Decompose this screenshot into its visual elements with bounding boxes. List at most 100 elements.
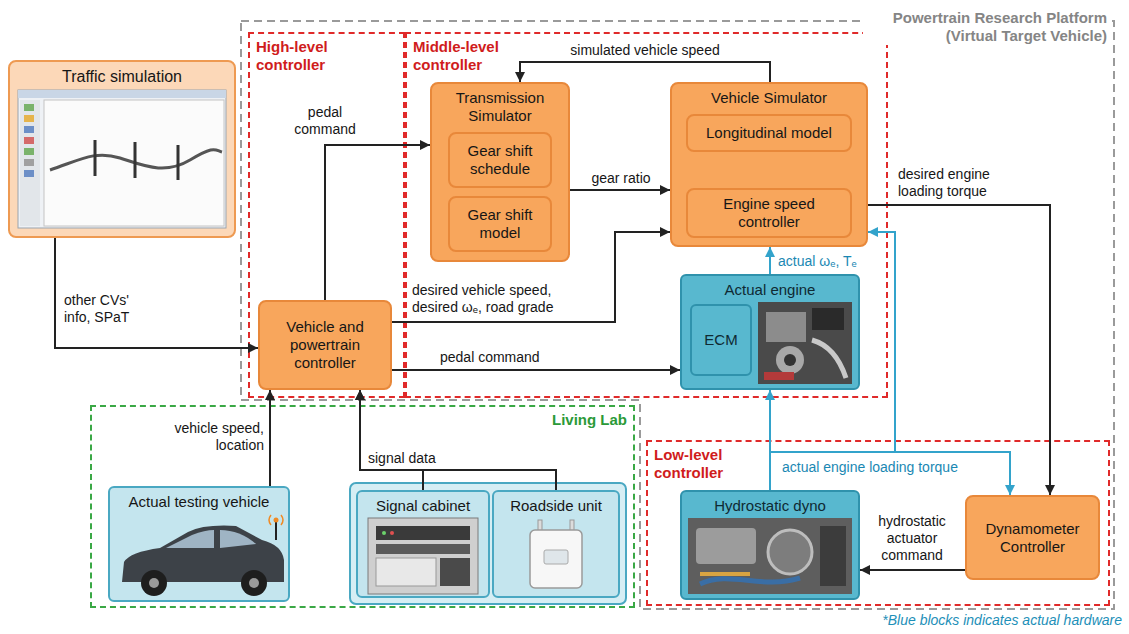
traffic-screenshot-part: [20, 100, 40, 226]
traffic-screenshot-part: [24, 115, 34, 122]
connector-arrow: [325, 145, 430, 300]
antenna-icon-part: [274, 518, 279, 523]
traffic-screenshot-part: [95, 140, 178, 180]
region-outline-path: [241, 21, 1114, 609]
edge-label: simulated vehicle speed: [570, 42, 719, 59]
edge-label: desired engine loading torque: [898, 166, 1016, 200]
dyno-photo-part: [700, 578, 800, 584]
connector-arrow: [269, 390, 271, 486]
simulator-box: Vehicle SimulatorLongitudinal modelEngin…: [670, 82, 868, 247]
connector-arrow: [770, 452, 1010, 495]
roadside-unit-photo-part: [544, 550, 568, 564]
edge-label: signal data: [368, 450, 436, 467]
edge-label: vehicle speed, location: [158, 420, 264, 454]
box-label: Vehicle Simulator: [711, 89, 827, 107]
cabinet-photo: [368, 518, 478, 594]
traffic-screenshot-part: [24, 104, 34, 111]
edge-label: actual ωₑ, Tₑ: [778, 253, 857, 270]
cabinet-photo-part: [376, 526, 470, 540]
edge-label-holder: gear ratio: [580, 169, 662, 187]
engine-photo: [758, 302, 852, 384]
car-illustration-part: [141, 570, 167, 596]
edge-label-holder: simulated vehicle speed: [540, 41, 750, 59]
box-label: Gear shift schedule: [456, 142, 544, 178]
dyno-photo-part: [820, 526, 846, 586]
edge-label: pedal command: [440, 349, 540, 366]
dyno-photo-part: [688, 518, 852, 594]
edge-label: other CVs' info, SPaT: [64, 292, 156, 326]
region-label: Low-level controller: [654, 446, 744, 482]
edge-label: hydrostatic actuator command: [866, 513, 958, 563]
edge-label-holder: pedal command: [288, 104, 362, 138]
edge-label-holder: hydrostatic actuator command: [866, 513, 958, 564]
box-label: ECM: [704, 331, 737, 349]
box-label: Gear shift model: [456, 206, 544, 242]
process-box: Gear shift model: [448, 196, 552, 252]
box-label: Vehicle and powertrain controller: [266, 318, 384, 372]
connector-arrow: [55, 238, 258, 348]
car-illustration-part: [241, 570, 267, 596]
edge-label-holder: desired vehicle speed, desired ωₑ, road …: [412, 282, 590, 316]
traffic-screenshot-part: [44, 100, 224, 226]
edge-label: desired vehicle speed, desired ωₑ, road …: [412, 282, 590, 316]
box-label: Dynamometer Controller: [973, 520, 1092, 556]
edge-label-holder: actual engine loading torque: [782, 458, 992, 476]
process-box: Vehicle and powertrain controller: [258, 300, 392, 390]
edge-label-holder: other CVs' info, SPaT: [64, 292, 156, 326]
engine-photo-part: [812, 308, 844, 330]
car-illustration-part: [249, 578, 259, 588]
traffic-screenshot-part: [24, 159, 34, 166]
region-label: High-level controller: [256, 38, 348, 74]
box-label: Transmission Simulator: [438, 89, 562, 125]
traffic-screenshot-part: [18, 90, 226, 98]
box-label: Signal cabinet: [376, 497, 470, 515]
traffic-screenshot-part: [24, 148, 34, 155]
connector-arrow: [769, 247, 771, 274]
region-label: Powertrain Research Platform (Virtual Ta…: [863, 9, 1111, 45]
simulator-box: Transmission SimulatorGear shift schedul…: [430, 82, 570, 262]
edge-label: gear ratio: [591, 170, 650, 187]
traffic-screenshot-part: [18, 90, 226, 228]
roadside-unit-photo-part: [530, 530, 582, 588]
box-label: Engine speed controller: [694, 195, 844, 231]
box-label: Actual engine: [725, 281, 816, 299]
car-illustration-part: [149, 578, 159, 588]
region-label: Middle-level controller: [413, 38, 521, 74]
process-box: Dynamometer Controller: [965, 495, 1100, 580]
connector-arrow: [520, 62, 770, 82]
engine-photo-part: [764, 372, 794, 380]
edge-label-holder: desired engine loading torque: [898, 166, 1016, 200]
engine-photo-part: [766, 312, 806, 342]
cabinet-photo-part: [382, 531, 386, 535]
box-label: Traffic simulation: [62, 67, 182, 86]
process-box: Gear shift schedule: [448, 132, 552, 188]
cabinet-photo-part: [376, 558, 436, 586]
cabinet-photo-part: [390, 531, 394, 535]
hardware-box: ECM: [690, 304, 752, 376]
note-text: *Blue blocks indicates actual hardware: [882, 612, 1122, 629]
traffic-screenshot: [18, 90, 226, 228]
process-box: Longitudinal model: [686, 114, 852, 152]
traffic-screenshot-part: [24, 137, 34, 144]
edge-label: actual engine loading torque: [782, 459, 958, 476]
edge-label-holder: pedal command: [440, 348, 570, 366]
edge-label-holder: vehicle speed, location: [158, 420, 264, 454]
engine-photo-part: [758, 302, 852, 384]
box-label: Actual testing vehicle: [129, 493, 270, 511]
cabinet-photo-part: [376, 544, 470, 554]
connector-arrow: [392, 369, 680, 371]
dyno-photo: [688, 518, 852, 594]
cabinet-photo-part: [440, 558, 470, 586]
cabinet-photo-part: [368, 518, 478, 594]
region-label: Living Lab: [552, 411, 627, 429]
dyno-photo-part: [700, 572, 750, 576]
box-label: Hydrostatic dyno: [714, 497, 826, 515]
connector-arrow: [570, 189, 670, 191]
roadside-unit-photo: [530, 520, 582, 588]
process-box: Engine speed controller: [686, 188, 852, 238]
edge-label: pedal command: [288, 104, 362, 138]
edge-label-holder: actual ωₑ, Tₑ: [778, 252, 888, 270]
engine-photo-part: [776, 346, 804, 374]
hardware-frame: [350, 483, 626, 604]
traffic-screenshot-part: [24, 170, 34, 177]
